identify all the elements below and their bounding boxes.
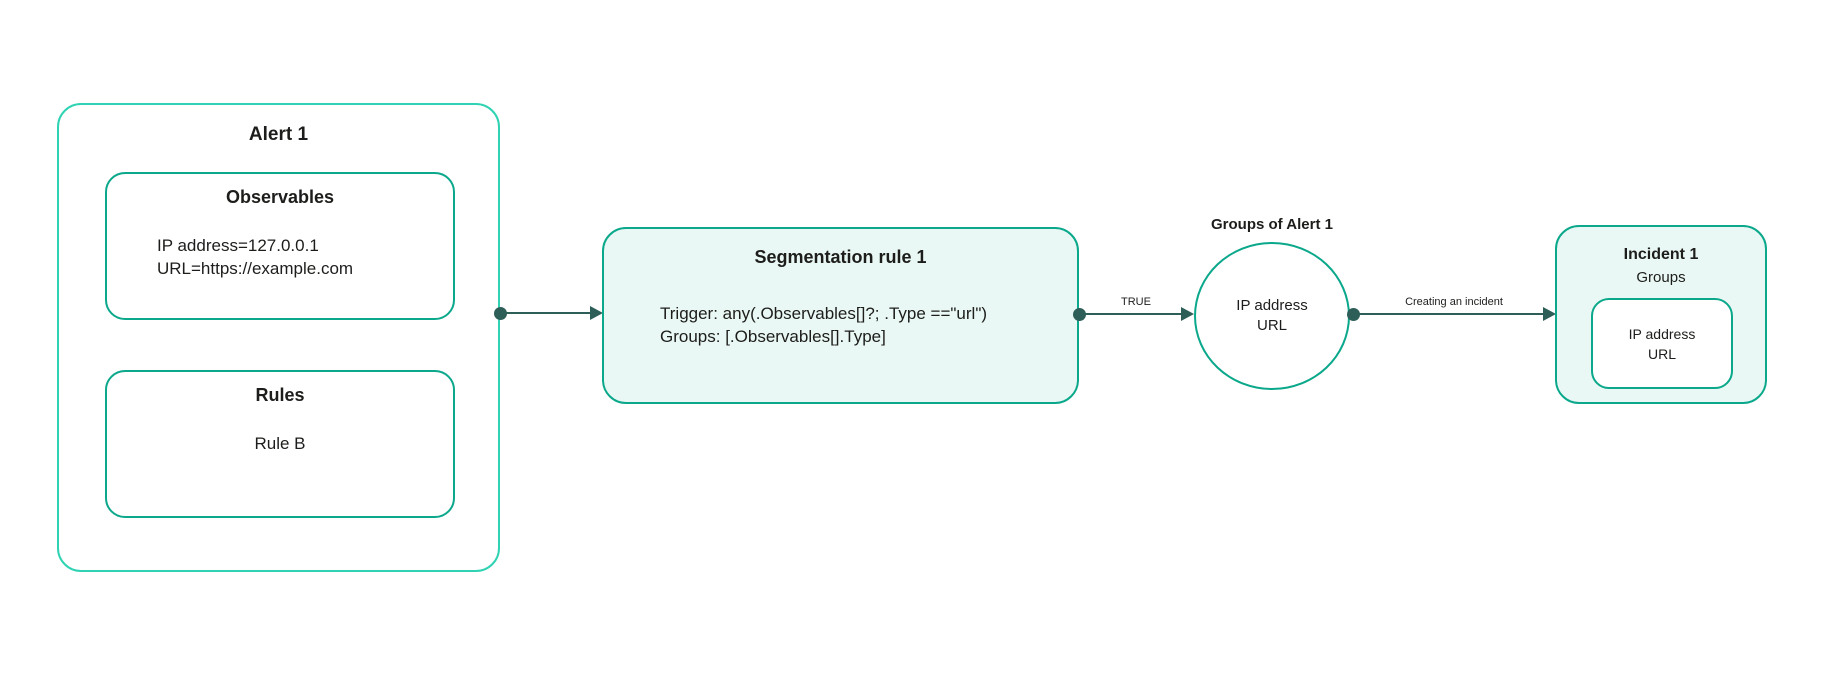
observable-ip: IP address=127.0.0.1 <box>157 236 319 255</box>
arrow-line <box>1353 312 1545 316</box>
groups-circle: IP address URL <box>1194 242 1350 390</box>
incident-group-ip: IP address <box>1628 325 1696 342</box>
observables-title: Observables <box>225 187 335 207</box>
segmentation-rule-box: Segmentation rule 1 Trigger: any(.Observ… <box>602 227 1079 404</box>
incident-group-url: URL <box>1647 345 1676 362</box>
observables-lines: IP address=127.0.0.1 URL=https://example… <box>107 234 453 280</box>
segmentation-rule-title: Segmentation rule 1 <box>754 247 927 267</box>
incident-title: Incident 1 <box>1623 246 1699 263</box>
incident-subtitle: Groups <box>1636 269 1686 286</box>
rules-title: Rules <box>255 385 305 405</box>
groups-circle-title: Groups of Alert 1 <box>1211 216 1333 233</box>
group-ip: IP address <box>1236 297 1308 314</box>
arrowhead-icon <box>1181 307 1194 321</box>
observable-url: URL=https://example.com <box>157 259 354 278</box>
incident-group-box: IP address URL <box>1591 298 1733 389</box>
arrow-line <box>500 311 592 315</box>
arrow-label-true: TRUE <box>1121 296 1151 308</box>
arrowhead-icon <box>590 306 603 320</box>
alert-title: Alert 1 <box>248 124 309 145</box>
observables-box: Observables IP address=127.0.0.1 URL=htt… <box>105 172 455 320</box>
segmentation-trigger: Trigger: any(.Observables[]?; .Type =="u… <box>660 304 988 323</box>
arrow-label-creating-incident: Creating an incident <box>1405 296 1503 308</box>
alert-box: Alert 1 Observables IP address=127.0.0.1… <box>57 103 500 572</box>
rules-lines: Rule B <box>107 432 453 455</box>
group-url: URL <box>1256 317 1287 334</box>
arrow-line <box>1079 312 1183 316</box>
rules-box: Rules Rule B <box>105 370 455 518</box>
segmentation-groups: Groups: [.Observables[].Type] <box>660 327 886 346</box>
rule-name: Rule B <box>254 434 306 453</box>
arrowhead-icon <box>1543 307 1556 321</box>
incident-box: Incident 1 Groups IP address URL <box>1555 225 1767 404</box>
segmentation-rule-lines: Trigger: any(.Observables[]?; .Type =="u… <box>604 302 1077 348</box>
